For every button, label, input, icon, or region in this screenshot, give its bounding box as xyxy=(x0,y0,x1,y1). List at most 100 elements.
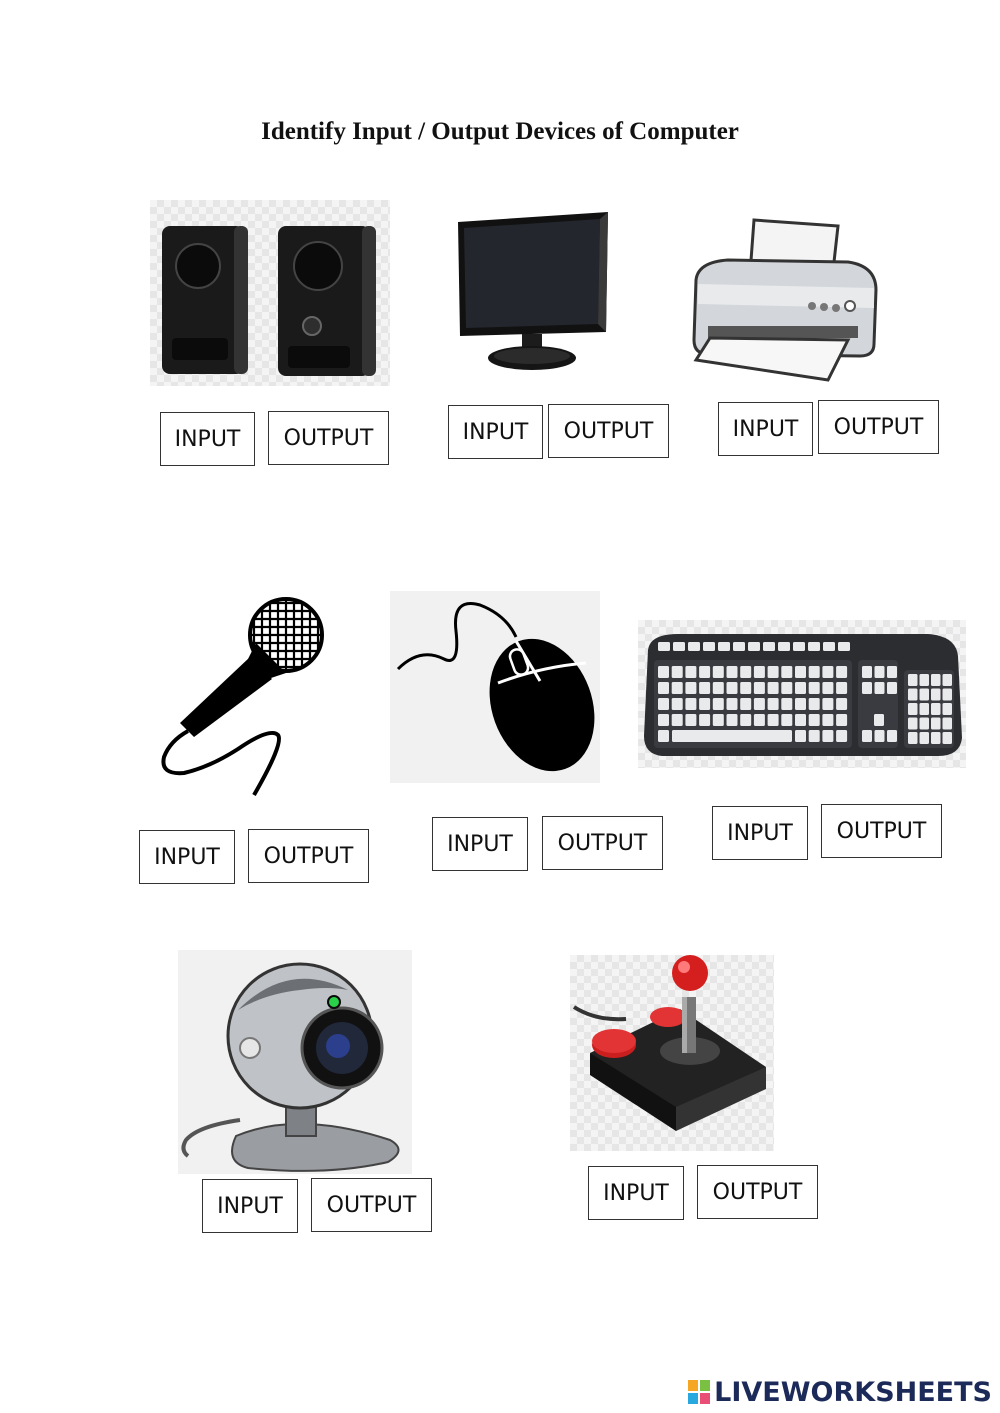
keyboard-key xyxy=(712,698,724,710)
keyboard-key xyxy=(808,642,820,651)
keyboard-key xyxy=(942,688,952,701)
keyboard-key xyxy=(822,682,834,694)
keyboard-key xyxy=(808,666,820,678)
keyboard-key xyxy=(748,642,760,651)
joystick-icon xyxy=(570,955,774,1151)
keyboard-key xyxy=(942,703,952,715)
keyboard-key xyxy=(887,730,897,742)
keyboard-key xyxy=(908,703,918,715)
keyboard-key xyxy=(658,714,669,726)
monitor-output-button[interactable]: OUTPUT xyxy=(548,404,669,458)
keyboard-key xyxy=(808,682,820,694)
liveworksheets-logo-text: LIVEWORKSHEETS xyxy=(714,1376,992,1408)
keyboard-key xyxy=(781,682,793,694)
keyboard-key xyxy=(685,714,697,726)
keyboard-key xyxy=(822,698,834,710)
liveworksheets-mark-icon xyxy=(688,1380,711,1404)
webcam-output-button[interactable]: OUTPUT xyxy=(311,1178,432,1232)
worksheet-title: Identify Input / Output Devices of Compu… xyxy=(261,118,739,145)
microphone-icon xyxy=(150,595,340,805)
keyboard-key xyxy=(908,674,918,686)
webcam-input-button[interactable]: INPUT xyxy=(202,1179,298,1233)
keyboard-key xyxy=(836,682,848,694)
keyboard-key xyxy=(931,703,941,715)
keyboard-key xyxy=(931,717,941,730)
keyboard-key xyxy=(688,642,700,651)
joystick-input-button[interactable]: INPUT xyxy=(588,1166,684,1220)
keyboard-key xyxy=(712,666,724,678)
keyboard-output-button[interactable]: OUTPUT xyxy=(821,804,942,858)
microphone-output-button[interactable]: OUTPUT xyxy=(248,829,369,883)
mouse-input-button[interactable]: INPUT xyxy=(432,817,528,871)
keyboard-key xyxy=(808,714,820,726)
monitor-icon xyxy=(450,208,615,376)
keyboard-key xyxy=(908,688,918,701)
keyboard-key xyxy=(718,642,730,651)
keyboard-key xyxy=(919,674,929,686)
keyboard-key xyxy=(671,682,683,694)
keyboard-key xyxy=(822,714,834,726)
keyboard-key xyxy=(685,666,697,678)
keyboard-key xyxy=(673,642,685,651)
keyboard-key xyxy=(942,732,952,744)
keyboard-key xyxy=(767,714,779,726)
speakers-output-button[interactable]: OUTPUT xyxy=(268,411,389,465)
keyboard-key xyxy=(726,666,738,678)
keyboard-key xyxy=(836,698,848,710)
printer-output-button[interactable]: OUTPUT xyxy=(818,400,939,454)
keyboard-key xyxy=(699,682,711,694)
keyboard-key xyxy=(795,682,806,694)
keyboard-key xyxy=(795,666,806,678)
keyboard-key xyxy=(795,698,806,710)
keyboard-key xyxy=(740,714,752,726)
keyboard-key xyxy=(658,642,670,651)
keyboard-key xyxy=(795,714,806,726)
keyboard-key xyxy=(836,730,848,742)
keyboard-key xyxy=(942,717,952,730)
keyboard-key xyxy=(942,674,952,686)
keyboard-key xyxy=(931,688,941,701)
keyboard-key xyxy=(740,682,752,694)
keyboard-key xyxy=(823,642,835,651)
monitor-input-button[interactable]: INPUT xyxy=(448,405,543,459)
keyboard-input-button[interactable]: INPUT xyxy=(712,806,808,860)
keyboard-key xyxy=(685,698,697,710)
keyboard-key xyxy=(836,666,848,678)
mouse-output-button[interactable]: OUTPUT xyxy=(542,816,663,870)
keyboard-key xyxy=(699,698,711,710)
keyboard-key xyxy=(685,682,697,694)
printer-icon xyxy=(688,214,880,386)
printer-input-button[interactable]: INPUT xyxy=(718,402,813,456)
keyboard-key xyxy=(658,730,669,742)
keyboard-key xyxy=(658,682,669,694)
keyboard-key xyxy=(781,714,793,726)
keyboard-key xyxy=(767,666,779,678)
keyboard-key xyxy=(699,666,711,678)
keyboard-key xyxy=(887,666,897,678)
keyboard-key xyxy=(793,642,805,651)
keyboard-key xyxy=(712,714,724,726)
joystick-output-button[interactable]: OUTPUT xyxy=(697,1165,818,1219)
keyboard-key xyxy=(763,642,775,651)
keyboard-key xyxy=(862,666,872,678)
keyboard-key xyxy=(658,698,669,710)
liveworksheets-logo: LIVEWORKSHEETS xyxy=(688,1376,992,1408)
keyboard-key xyxy=(753,666,765,678)
keyboard-key xyxy=(862,730,872,742)
keyboard-key xyxy=(862,682,872,694)
keyboard-key xyxy=(767,698,779,710)
keyboard-key xyxy=(672,730,792,742)
keyboard-key xyxy=(838,642,850,651)
keyboard-key xyxy=(874,682,885,694)
keyboard-key xyxy=(671,714,683,726)
keyboard-key xyxy=(874,730,885,742)
keyboard-key xyxy=(919,732,929,744)
microphone-input-button[interactable]: INPUT xyxy=(139,830,235,884)
keyboard-key xyxy=(671,666,683,678)
keyboard-key xyxy=(712,682,724,694)
keyboard-key xyxy=(822,730,834,742)
keyboard-key xyxy=(795,730,806,742)
keyboard-key xyxy=(671,698,683,710)
keyboard-key xyxy=(767,682,779,694)
speakers-input-button[interactable]: INPUT xyxy=(160,412,255,466)
